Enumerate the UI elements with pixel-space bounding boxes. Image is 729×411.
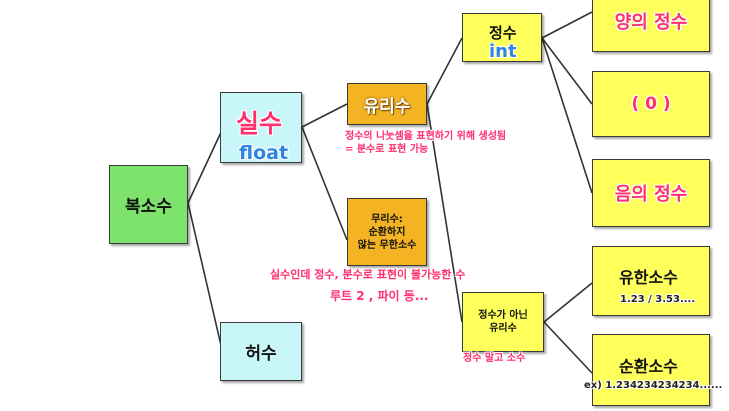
irrational-number-node: 무리수: 순환하지 않는 무한소수 <box>347 198 427 266</box>
irrational-note-2: 루트 2 , 파이 등... <box>330 289 429 303</box>
positive-integer-node: 양의 정수 <box>592 0 710 52</box>
irrational-note-1: 실수인데 정수, 분수로 표현이 불가능한 수 <box>270 268 466 281</box>
zero-label: ( 0 ) <box>631 94 671 114</box>
rational-number-node: 유리수 <box>347 83 427 125</box>
non-integer-rational-node: 정수가 아닌 유리수 <box>462 292 544 352</box>
rational-note-2: = 분수로 표현 가능 <box>345 144 429 155</box>
complex-number-node: 복소수 <box>109 165 188 244</box>
imaginary-number-label: 허수 <box>245 344 277 364</box>
negative-integer-label: 음의 정수 <box>614 184 688 205</box>
repeating-decimal-example: ex) 1.234234234234...... <box>584 380 723 391</box>
positive-integer-label: 양의 정수 <box>614 12 688 33</box>
rational-number-label: 유리수 <box>363 96 411 117</box>
integer-node <box>462 13 542 62</box>
non-integer-note: 정수 말고 소수 <box>463 353 526 364</box>
finite-decimal-example: 1.23 / 3.53.... <box>620 294 696 305</box>
real-number-label: 실수 <box>236 109 283 138</box>
zero-node: ( 0 ) <box>592 71 710 137</box>
complex-number-label: 복소수 <box>125 197 172 217</box>
real-number-node <box>220 92 302 163</box>
non-integer-rational-label: 정수가 아닌 유리수 <box>478 310 528 334</box>
real-type-label: float <box>239 142 289 164</box>
repeating-decimal-node <box>592 334 710 406</box>
integer-label: 정수 <box>489 24 517 42</box>
finite-decimal-label: 유한소수 <box>619 268 678 287</box>
irrational-number-label: 무리수: 순환하지 않는 무한소수 <box>357 213 417 251</box>
imaginary-number-node: 허수 <box>220 322 302 381</box>
repeating-decimal-label: 순환소수 <box>619 357 678 376</box>
finite-decimal-node <box>592 246 710 316</box>
rational-note-1: 정수의 나눗셈을 표현하기 위해 생성됨 <box>345 131 507 142</box>
integer-type-label: int <box>489 41 517 62</box>
negative-integer-node: 음의 정수 <box>592 159 710 227</box>
